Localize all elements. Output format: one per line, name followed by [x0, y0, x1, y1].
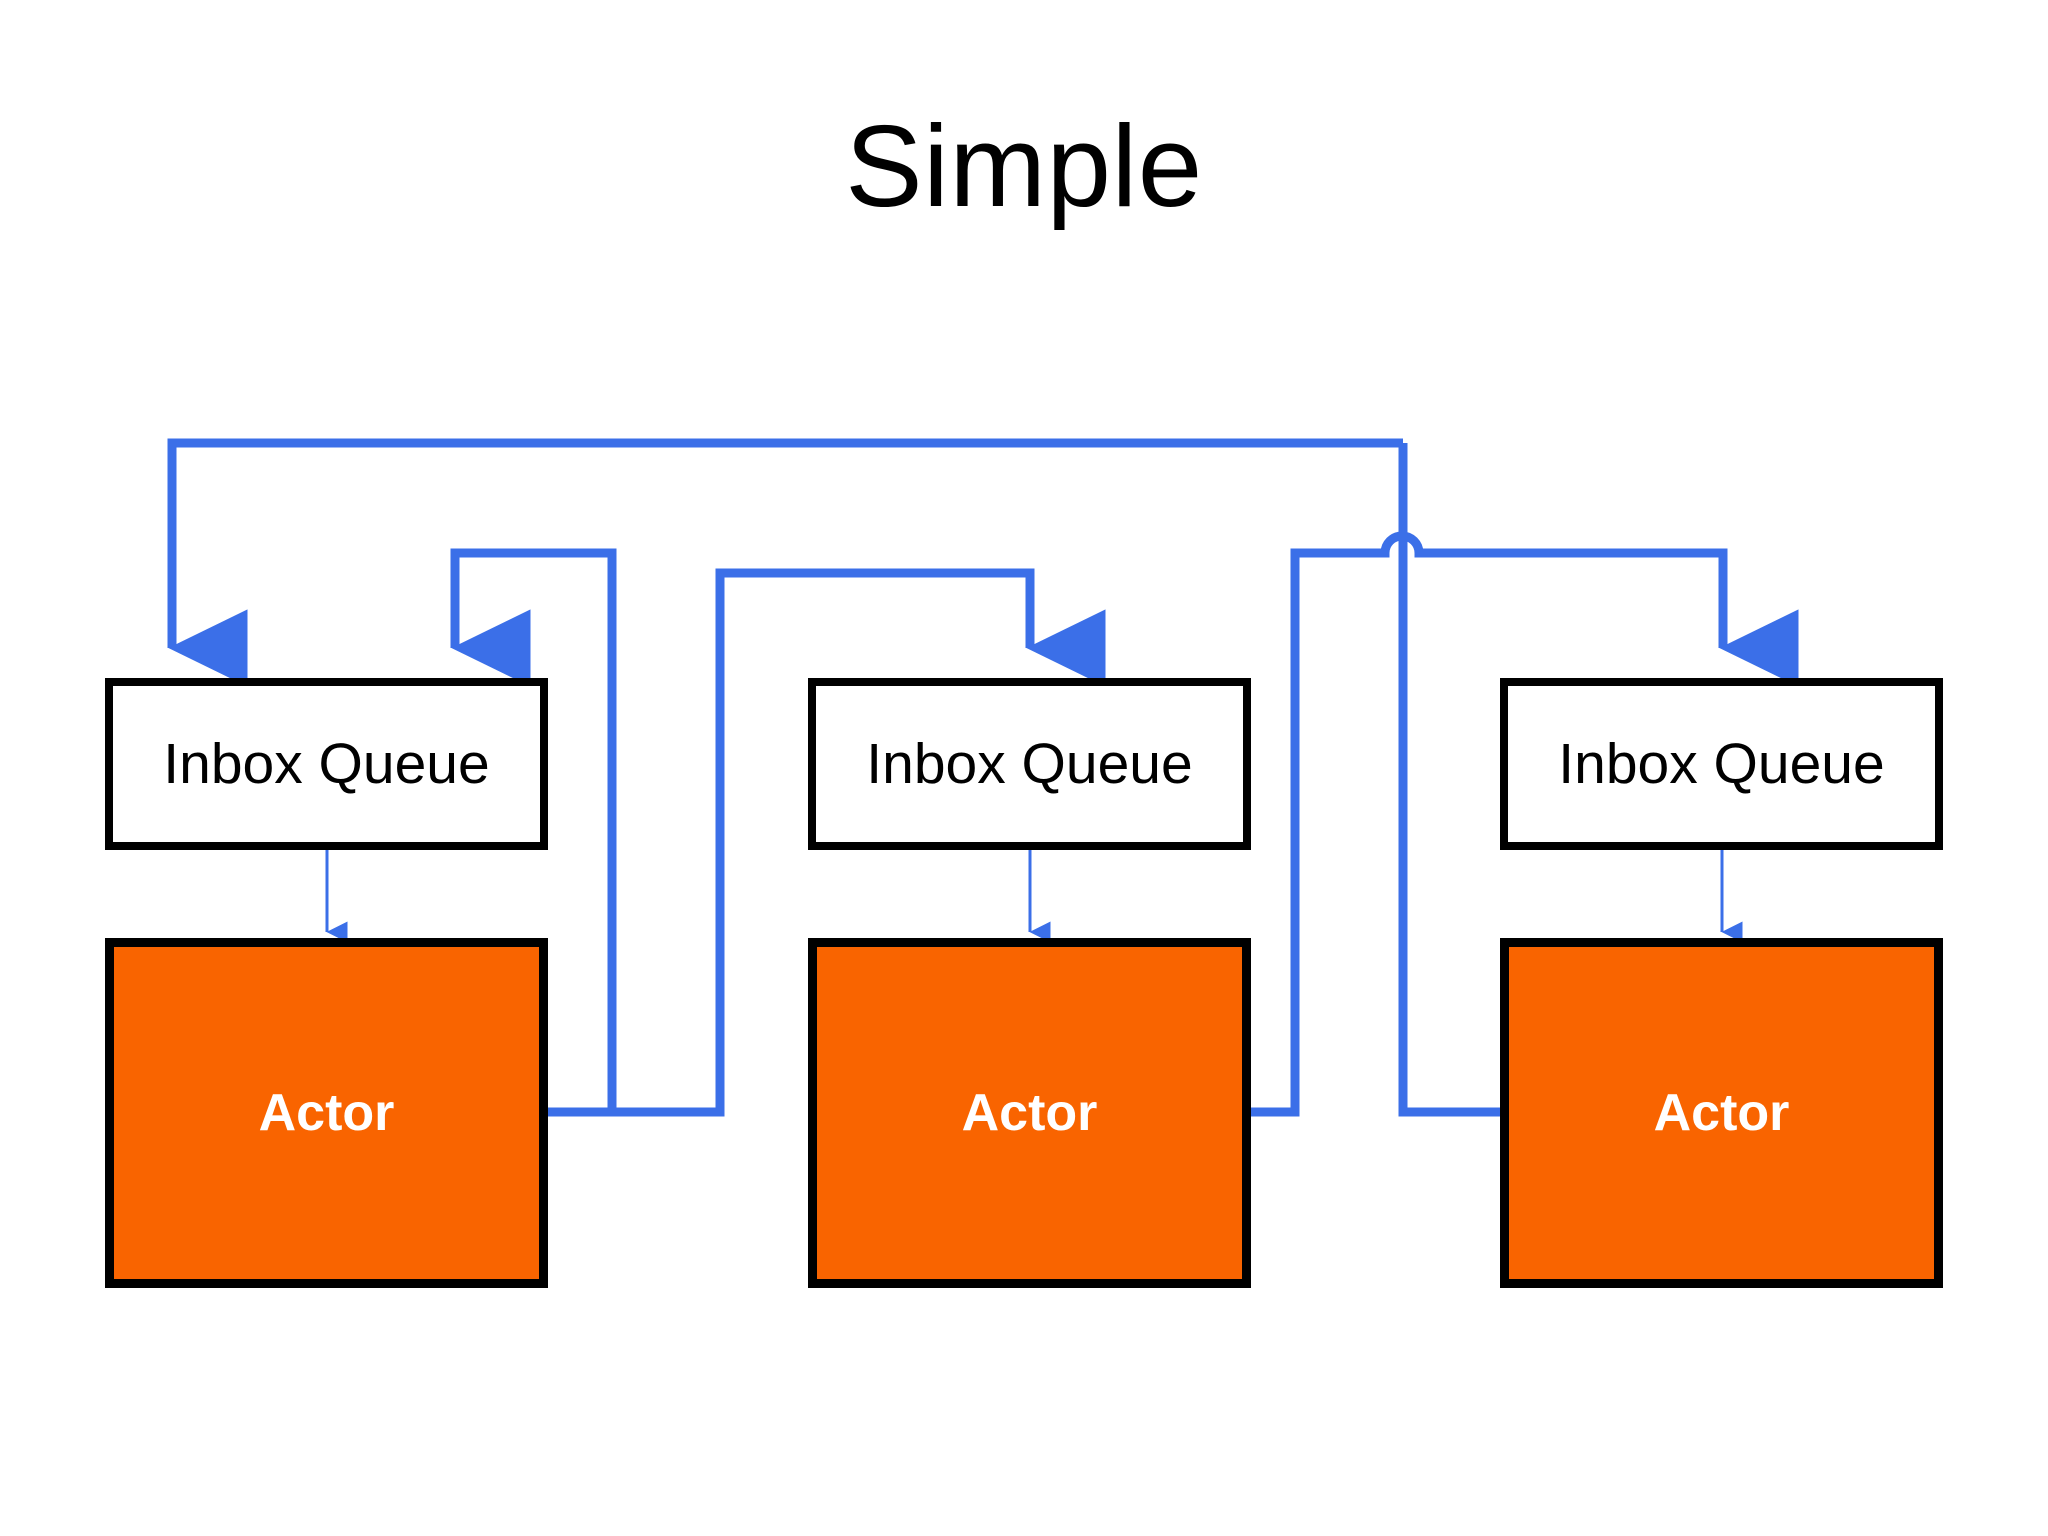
- wire-top-drop-to-actor3: [1398, 443, 1505, 1117]
- inbox-queue-3-label: Inbox Queue: [1558, 732, 1885, 796]
- inbox-queue-2[interactable]: Inbox Queue: [808, 678, 1251, 850]
- inbox-queue-2-label: Inbox Queue: [866, 732, 1193, 796]
- actor-2-label: Actor: [961, 1084, 1098, 1142]
- actor-3[interactable]: Actor: [1500, 938, 1943, 1288]
- wire-actor3-to-inbox1: [167, 438, 1403, 687]
- inbox-queue-1-label: Inbox Queue: [163, 732, 490, 796]
- actor-3-label: Actor: [1653, 1084, 1790, 1142]
- page-title: Simple: [845, 101, 1203, 231]
- actor-1-label: Actor: [258, 1084, 395, 1142]
- actor-1[interactable]: Actor: [105, 938, 548, 1288]
- inbox-queue-3[interactable]: Inbox Queue: [1500, 678, 1943, 850]
- inbox-queue-1[interactable]: Inbox Queue: [105, 678, 548, 850]
- actor-2[interactable]: Actor: [808, 938, 1251, 1288]
